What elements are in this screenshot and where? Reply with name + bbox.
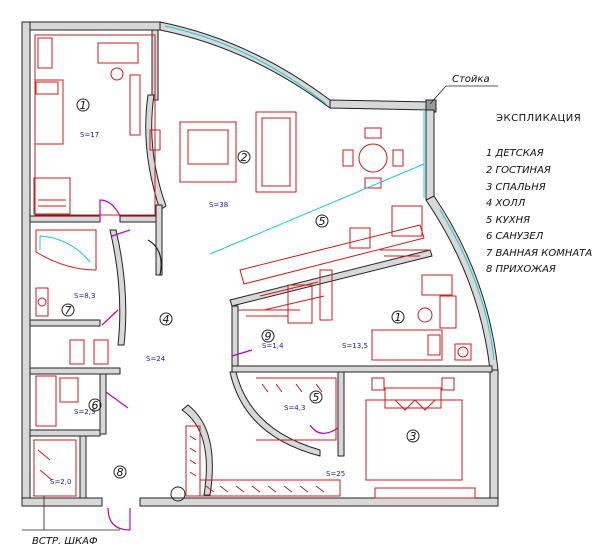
room-5b-area: S=4,3 [284,404,305,412]
legend-item: 1 ДЕТСКАЯ [486,148,544,159]
legend-item: 3 СПАЛЬНЯ [486,182,546,193]
room-1a-area: S=17 [80,131,99,139]
legend-item: 4 ХОЛЛ [486,198,526,209]
legend-item: 7 ВАННАЯ КОМНАТА [486,248,592,259]
room-9-number: 9 [265,330,272,343]
room-1b-area: S=13,5 [342,342,368,350]
room-7-number: 7 [65,304,72,317]
room-2-area: S=38 [209,201,228,209]
interior-walls [29,29,493,499]
room-5a-number: 5 [319,215,326,228]
outer-walls [21,21,499,507]
room-3-area: S=25 [326,470,345,478]
legend-title: ЭКСПЛИКАЦИЯ [496,113,581,124]
doors [99,199,339,531]
glass-partition [209,163,425,255]
legend-item: 8 ПРИХОЖАЯ [486,264,556,275]
room-3-number: 3 [410,430,417,443]
legend-item: 2 ГОСТИНАЯ [486,165,551,176]
room-6-area: S=2,3 [74,408,95,416]
room-4-number: 4 [163,313,170,326]
room-8-number: 8 [117,466,124,479]
room-6-number: 6 [92,399,99,412]
legend: ЭКСПЛИКАЦИЯ 1 ДЕТСКАЯ 2 ГОСТИНАЯ 3 СПАЛЬ… [486,113,592,275]
room-5b-number: 5 [313,391,320,404]
room-9-area: S=1,4 [262,342,284,350]
legend-item: 6 САНУЗЕЛ [486,231,544,242]
room-2-number: 2 [241,151,248,164]
room-8-area: S=2,0 [50,478,71,486]
callouts: Стойка ВСТР. ШКАФ [22,74,498,547]
room-1b-number: 1 [395,311,402,324]
room-1a-number: 1 [80,99,87,112]
legend-item: 5 КУХНЯ [486,215,530,226]
room-4-area: S=24 [146,355,166,363]
stoika-label: Стойка [452,74,490,85]
furniture [33,34,476,502]
closet-label: ВСТР. ШКАФ [32,536,98,547]
room-7-area: S=8,3 [74,292,95,300]
room-markers: 1 S=17 2 S=38 5 7 S=8,3 4 S=24 9 S=1,4 1… [50,98,420,486]
